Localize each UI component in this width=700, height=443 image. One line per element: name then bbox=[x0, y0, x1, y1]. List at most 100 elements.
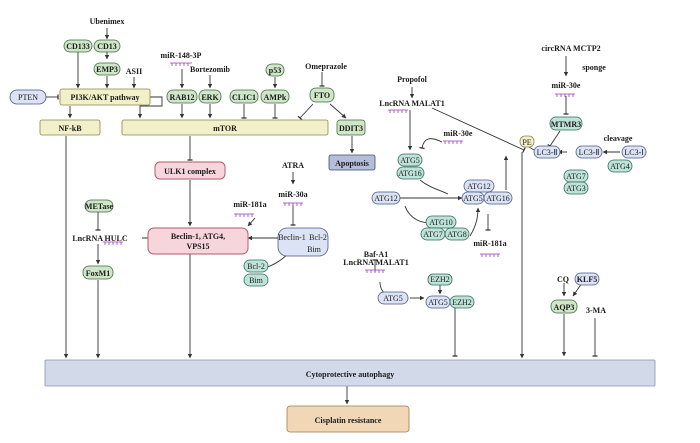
node-foxm1 bbox=[82, 265, 114, 280]
label-bcl2-a: Bcl-2 bbox=[309, 233, 327, 242]
mirna-icon bbox=[443, 140, 463, 144]
label-propofol: Propofol bbox=[397, 75, 427, 84]
label-atg5-a: ATG5 bbox=[400, 156, 420, 165]
node-pi3k-pathway bbox=[59, 88, 151, 106]
label-cd133: CD133 bbox=[66, 42, 90, 51]
edge-pi3k-mtor bbox=[137, 96, 163, 119]
node-emp3 bbox=[93, 62, 121, 76]
node-atg16-b bbox=[483, 191, 513, 205]
node-mtmr3 bbox=[549, 116, 583, 131]
label-bcl2-b: Bcl-2 bbox=[247, 262, 265, 271]
node-atg4 bbox=[607, 159, 633, 173]
node-lc3ii-b bbox=[575, 145, 603, 159]
label-atra: ATRA bbox=[282, 161, 304, 170]
label-atg4: ATG4 bbox=[610, 162, 630, 171]
node-ampk bbox=[260, 89, 290, 104]
mirna-icon bbox=[555, 93, 575, 97]
label-resistance: Cisplatin resistance bbox=[315, 416, 382, 425]
node-aqp3 bbox=[550, 299, 578, 314]
label-rab12: RAB12 bbox=[170, 93, 195, 102]
label-bortezomib: Bortezomib bbox=[190, 65, 231, 74]
node-p53 bbox=[265, 63, 285, 77]
label-fto: FTO bbox=[314, 91, 330, 100]
node-beclin1-group bbox=[277, 227, 329, 257]
label-apoptosis: Apoptosis bbox=[335, 159, 369, 168]
label-cyto: Cytoprotective autophagy bbox=[306, 370, 395, 379]
label-mtor: mTOR bbox=[213, 124, 237, 133]
label-mir148: miR-148-3P bbox=[161, 51, 202, 60]
label-cd13: CD13 bbox=[97, 42, 117, 51]
node-ezh2-b bbox=[449, 295, 475, 309]
node-atg5-a bbox=[397, 153, 423, 167]
node-metase bbox=[84, 199, 114, 213]
label-ubenimex: Ubenimex bbox=[90, 17, 125, 26]
label-mir30a: miR-30a bbox=[278, 190, 307, 199]
node-clic1 bbox=[229, 89, 259, 104]
label-cq: CQ bbox=[557, 275, 569, 284]
node-nfkb bbox=[39, 119, 101, 136]
label-atg5-d: ATG5 bbox=[428, 298, 448, 307]
edge-fto-mtor bbox=[297, 103, 314, 121]
label-p53: p53 bbox=[269, 66, 281, 75]
connectors bbox=[45, 28, 620, 405]
node-apoptosis bbox=[328, 154, 376, 171]
label-3ma: 3-MA bbox=[586, 306, 606, 315]
label-pten: PTEN bbox=[18, 93, 38, 102]
mirna-icon bbox=[388, 109, 408, 113]
node-lc3i bbox=[621, 145, 647, 159]
label-pi3k: PI3K/AKT pathway bbox=[71, 93, 140, 102]
node-klf5 bbox=[574, 272, 600, 286]
label-atg8: ATG8 bbox=[447, 230, 467, 239]
node-atg5-c bbox=[377, 291, 409, 305]
label-mir181a-right: miR-181a bbox=[473, 239, 506, 248]
label-malat1-low: LncRNA MALAT1 bbox=[343, 258, 408, 267]
label-mir181a-left: miR-181a bbox=[233, 200, 266, 209]
node-atg8 bbox=[444, 227, 470, 241]
label-beclin-line2: VPS15 bbox=[186, 242, 209, 251]
edge-atg8-atg5 bbox=[469, 207, 481, 237]
label-mtmr3: MTMR3 bbox=[551, 120, 581, 129]
node-atg16-a bbox=[396, 166, 425, 180]
mirna-icon bbox=[103, 241, 123, 245]
label-atg12-a: ATG12 bbox=[374, 194, 398, 203]
label-erk: ERK bbox=[201, 93, 219, 102]
label-foxm1: FoxM1 bbox=[86, 269, 110, 278]
edge-mir30e-atg5 bbox=[419, 138, 443, 150]
label-sponge: sponge bbox=[582, 63, 606, 72]
node-lc3ii-a bbox=[533, 145, 561, 159]
node-rab12 bbox=[166, 89, 198, 104]
box-cisplatin-resistance bbox=[286, 405, 410, 433]
label-ddit3: DDIT3 bbox=[339, 124, 363, 133]
label-beclin-line1: Beclin-1, ATG4, bbox=[171, 232, 225, 241]
label-asii: ASII bbox=[126, 67, 142, 76]
label-atg7-a: ATG7 bbox=[423, 230, 443, 239]
label-ezh2-b: EZH2 bbox=[452, 298, 472, 307]
label-atg5-b: ATG5 bbox=[463, 194, 483, 203]
node-cd133 bbox=[63, 39, 93, 53]
node-beclin-complex bbox=[147, 227, 249, 255]
label-lc3ii-b: LC3-Ⅱ bbox=[579, 148, 600, 157]
node-pten bbox=[9, 89, 47, 105]
label-bim-b: Bim bbox=[249, 276, 264, 285]
band-cytoprotective-autophagy bbox=[44, 359, 656, 387]
node-ddit3 bbox=[336, 119, 366, 136]
label-baf: Baf-A1 bbox=[364, 250, 388, 259]
label-pe: PE bbox=[522, 138, 531, 147]
node-mtor bbox=[121, 119, 329, 136]
node-ulk1-complex bbox=[154, 161, 226, 180]
label-lc3ii-a: LC3-Ⅱ bbox=[537, 148, 558, 157]
label-klf5: KLF5 bbox=[577, 275, 597, 284]
label-mir30e-right: miR-30e bbox=[552, 81, 581, 90]
label-atg12-b: ATG12 bbox=[467, 182, 491, 191]
edge-mtmr3-lc3 bbox=[547, 130, 561, 149]
label-aqp3: AQP3 bbox=[554, 303, 575, 312]
label-ulk1: ULK1 complex bbox=[164, 167, 216, 176]
label-malat1-top: LncRNA MALAT1 bbox=[379, 99, 444, 108]
edge-fto-ddit3 bbox=[329, 103, 347, 119]
label-atg5-c: ATG5 bbox=[383, 294, 403, 303]
node-bim-b bbox=[243, 273, 269, 287]
mirna-icon bbox=[170, 62, 192, 66]
node-atg12-a bbox=[371, 191, 401, 205]
